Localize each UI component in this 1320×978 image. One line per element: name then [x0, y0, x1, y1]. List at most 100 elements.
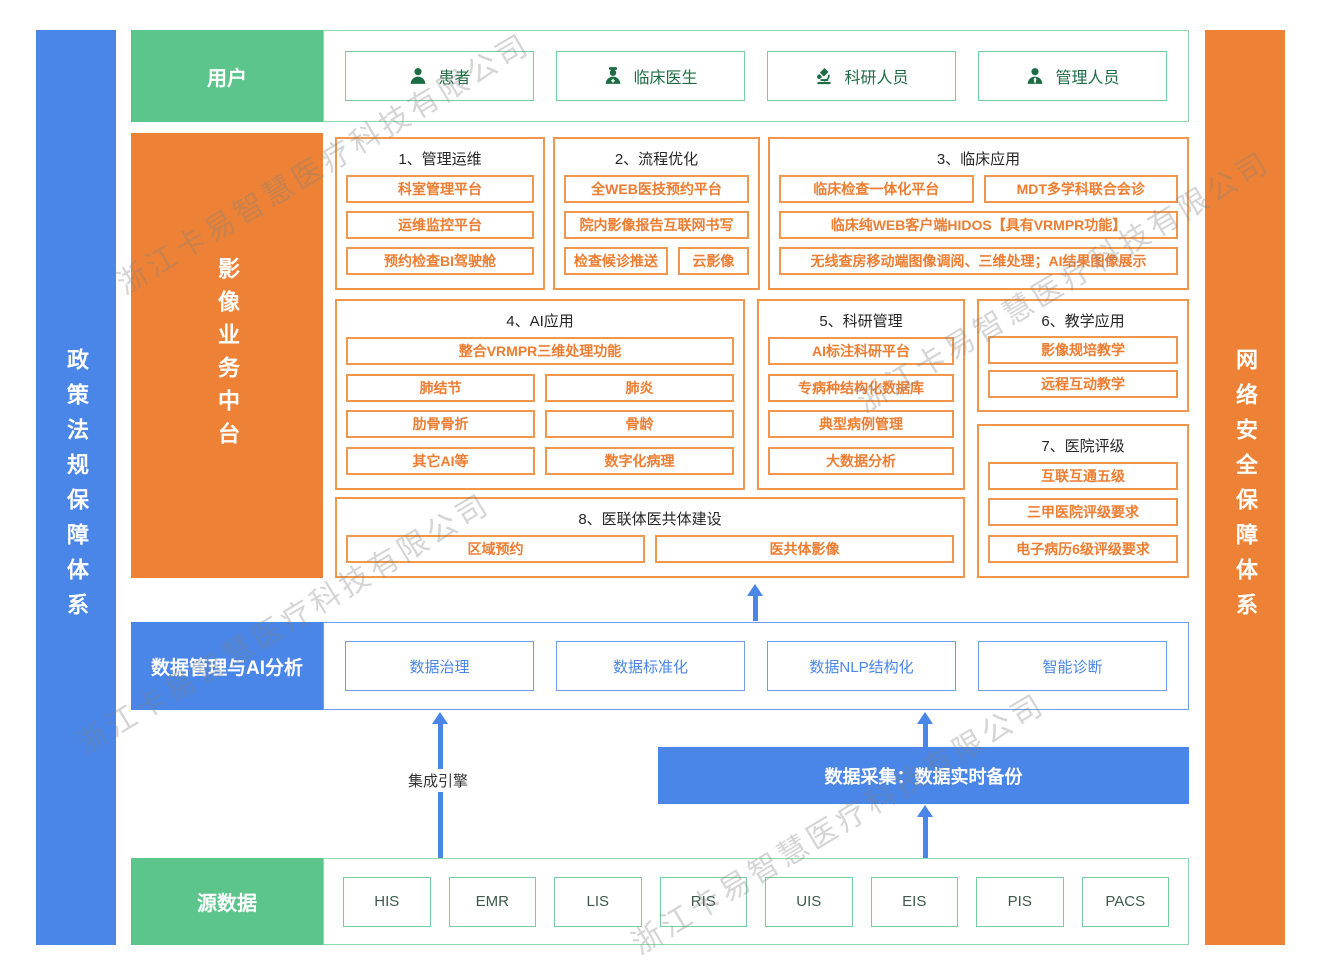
data-collection-box: 数据采集：数据实时备份 — [658, 747, 1189, 804]
source-item-eis: EIS — [870, 876, 958, 927]
integration-engine-label: 集成引擎 — [404, 769, 473, 792]
arrow-shaft — [922, 724, 928, 747]
data-mgmt-item: 智能诊断 — [978, 641, 1167, 691]
source-item-pis: PIS — [976, 876, 1064, 927]
arrow-head-icon — [432, 712, 448, 724]
arrow-collection-to-datamgmt — [917, 712, 933, 747]
platform-item: MDT多学科联合会诊 — [983, 175, 1178, 203]
section-body: 科室管理平台 运维监控平台 预约检查BI驾驶舱 — [346, 171, 534, 279]
section-body: 临床检查一体化平台 MDT多学科联合会诊 临床纯WEB客户端HIDOS【具有VR… — [779, 171, 1178, 279]
platform-item: 全WEB医技预约平台 — [564, 175, 749, 203]
section-row: 临床检查一体化平台 MDT多学科联合会诊 — [779, 175, 1178, 203]
platform-item: 临床检查一体化平台 — [779, 175, 974, 203]
section-process-optimization: 2、流程优化 全WEB医技预约平台 院内影像报告互联网书写 检查候诊推送 云影像 — [553, 137, 760, 290]
section-research-management: 5、科研管理 AI标注科研平台 专病种结构化数据库 典型病例管理 大数据分析 — [757, 299, 965, 490]
platform-item: 院内影像报告互联网书写 — [564, 211, 749, 239]
section-row: 区域预约 医共体影像 — [346, 535, 954, 563]
data-mgmt-label-text: 数据管理与AI分析 — [150, 657, 303, 679]
user-row-label-text: 用户 — [207, 67, 247, 90]
section-medical-alliance: 8、医联体医共体建设 区域预约 医共体影像 — [335, 497, 965, 578]
platform-item: 预约检查BI驾驶舱 — [346, 247, 534, 275]
arrow-head-icon — [917, 712, 933, 724]
section-ai-application: 4、AI应用 整合VRMPR三维处理功能 肺结节 肺炎 肋骨骨折 骨龄 其它AI… — [335, 299, 745, 490]
section-title: 7、医院评级 — [1041, 438, 1125, 455]
user-item-researcher: 科研人员 — [767, 51, 956, 101]
platform-item: 三甲医院评级要求 — [988, 498, 1178, 527]
user-row: 患者 临床医生 科研人员 管理人员 — [323, 30, 1189, 122]
section-row: 肺结节 肺炎 — [346, 373, 734, 402]
section-row: 检查候诊推送 云影像 — [564, 247, 749, 275]
platform-item: 互联互通五级 — [988, 462, 1178, 491]
platform-item: 影像规培教学 — [988, 336, 1178, 364]
section-title: 6、教学应用 — [1041, 313, 1125, 330]
platform-item: 医共体影像 — [655, 535, 954, 563]
policy-regulation-bar: 政策法规保障体系 — [36, 30, 116, 945]
admin-icon — [1028, 68, 1043, 84]
section-title: 8、医联体医共体建设 — [578, 511, 722, 528]
platform-item: 运维监控平台 — [346, 211, 534, 239]
data-mgmt-item: 数据NLP结构化 — [767, 641, 956, 691]
section-body: 整合VRMPR三维处理功能 肺结节 肺炎 肋骨骨折 骨龄 其它AI等 数字化病理 — [346, 333, 734, 479]
section-row: 其它AI等 数字化病理 — [346, 446, 734, 475]
platform-item: 肺结节 — [346, 373, 535, 402]
platform-item: 专病种结构化数据库 — [768, 373, 954, 402]
user-item-patient: 患者 — [345, 51, 534, 101]
section-title: 4、AI应用 — [506, 313, 574, 330]
section-title: 2、流程优化 — [614, 151, 699, 168]
source-data-row: HIS EMR LIS RIS UIS EIS PIS PACS — [323, 858, 1189, 945]
source-item-pacs: PACS — [1081, 876, 1169, 927]
user-item-clinician: 临床医生 — [556, 51, 745, 101]
data-mgmt-item: 数据治理 — [345, 641, 534, 691]
section-title: 3、临床应用 — [936, 151, 1021, 168]
source-item-ris: RIS — [659, 876, 747, 927]
user-row-label: 用户 — [131, 30, 323, 122]
platform-item: 临床纯WEB客户端HIDOS【具有VRMPR功能】 — [779, 211, 1178, 239]
doctor-icon — [606, 67, 621, 84]
arrow-shaft — [752, 596, 758, 621]
section-body: AI标注科研平台 专病种结构化数据库 典型病例管理 大数据分析 — [768, 333, 954, 479]
platform-item: 云影像 — [677, 247, 749, 275]
platform-item: 其它AI等 — [346, 446, 535, 475]
user-item-label: 科研人员 — [844, 70, 909, 87]
platform-item: 科室管理平台 — [346, 175, 534, 203]
patient-icon — [411, 68, 426, 84]
researcher-icon — [817, 68, 832, 85]
policy-regulation-label: 政策法规保障体系 — [64, 347, 89, 628]
source-label-text: 源数据 — [197, 893, 257, 915]
source-item-his: HIS — [343, 876, 431, 927]
platform-label: 影像业务中台 — [131, 133, 323, 578]
arrow-shaft — [922, 817, 928, 858]
source-row-label: 源数据 — [131, 858, 323, 945]
source-item-uis: UIS — [765, 876, 853, 927]
platform-item: 肋骨骨折 — [346, 410, 535, 439]
platform-item: 骨龄 — [545, 410, 734, 439]
section-clinical-application: 3、临床应用 临床检查一体化平台 MDT多学科联合会诊 临床纯WEB客户端HID… — [768, 137, 1189, 290]
network-security-bar: 网络安全保障体系 — [1205, 30, 1285, 945]
user-item-admin: 管理人员 — [978, 51, 1167, 101]
platform-label-text: 影像业务中台 — [215, 256, 240, 455]
section-body: 全WEB医技预约平台 院内影像报告互联网书写 检查候诊推送 云影像 — [564, 171, 749, 279]
platform-item: 整合VRMPR三维处理功能 — [346, 337, 734, 366]
network-security-label: 网络安全保障体系 — [1233, 347, 1258, 628]
data-mgmt-item: 数据标准化 — [556, 641, 745, 691]
arrow-head-icon — [917, 805, 933, 817]
section-row: 肋骨骨折 骨龄 — [346, 410, 734, 439]
platform-item: 区域预约 — [346, 535, 645, 563]
platform-item: 无线查房移动端图像调阅、三维处理；AI结果图像展示 — [779, 247, 1178, 275]
section-body: 区域预约 医共体影像 — [346, 531, 954, 567]
data-mgmt-row-label: 数据管理与AI分析 — [131, 622, 323, 710]
user-item-label: 临床医生 — [633, 70, 698, 87]
platform-item: 大数据分析 — [768, 446, 954, 475]
platform-item: AI标注科研平台 — [768, 337, 954, 366]
arrow-up-to-platform — [747, 584, 763, 621]
section-body: 影像规培教学 远程互动教学 — [988, 333, 1178, 401]
platform-item: 远程互动教学 — [988, 370, 1178, 398]
arrow-source-to-collection — [917, 805, 933, 858]
section-hospital-rating: 7、医院评级 互联互通五级 三甲医院评级要求 电子病历6级评级要求 — [977, 424, 1189, 578]
arrow-head-icon — [747, 584, 763, 596]
platform-item: 肺炎 — [545, 373, 734, 402]
platform-item: 数字化病理 — [545, 446, 734, 475]
user-item-label: 患者 — [438, 70, 471, 87]
platform-item: 典型病例管理 — [768, 410, 954, 439]
